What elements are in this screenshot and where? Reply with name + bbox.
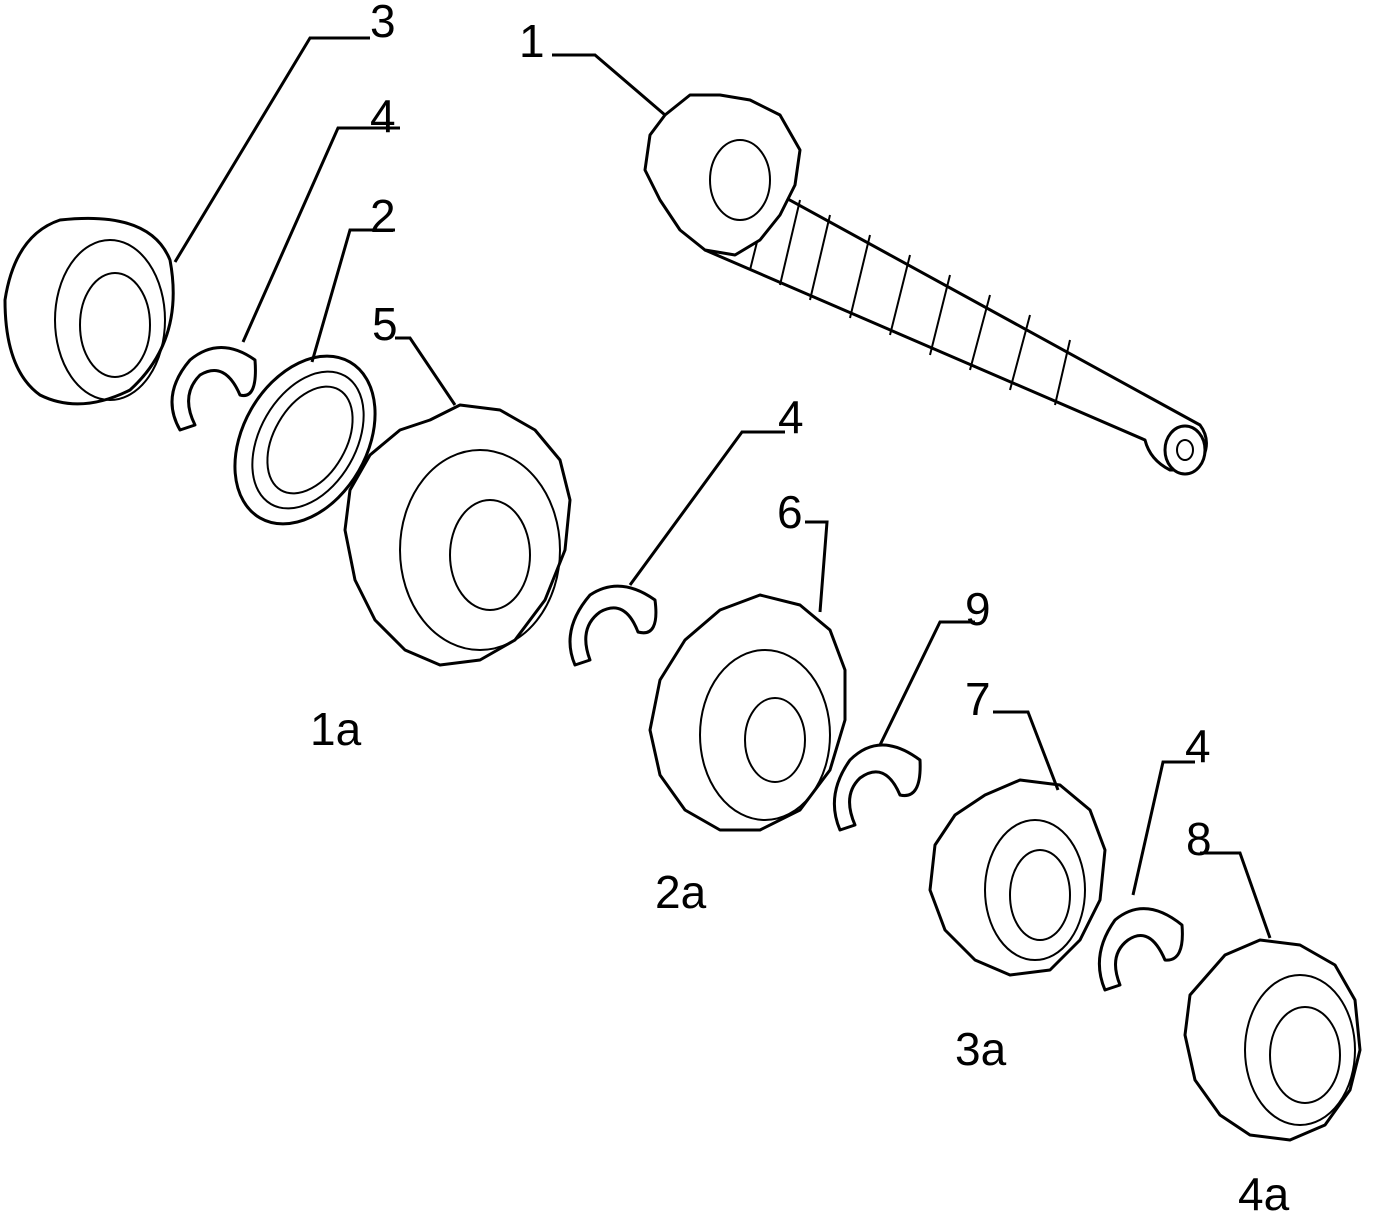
group-label-1a: 1a xyxy=(310,703,362,755)
shaft-end xyxy=(1163,424,1207,476)
callout-6: 6 xyxy=(777,486,803,538)
gear-6[interactable] xyxy=(648,593,847,832)
bearing-3[interactable] xyxy=(3,216,175,406)
gear-5[interactable] xyxy=(343,403,572,667)
group-label-4a: 4a xyxy=(1238,1168,1290,1213)
callout-4-mid: 4 xyxy=(778,391,804,443)
shaft-splines xyxy=(749,189,1071,406)
input-shaft[interactable] xyxy=(643,93,1208,476)
gear-7[interactable] xyxy=(928,778,1107,977)
callout-2: 2 xyxy=(370,190,396,242)
shaft-end-bore xyxy=(1176,439,1194,461)
callout-labels: 1 3 4 2 5 4 6 9 7 4 8 xyxy=(370,0,1212,865)
callout-1: 1 xyxy=(519,15,545,67)
group-label-2a: 2a xyxy=(655,866,707,918)
group-label-3a: 3a xyxy=(955,1023,1007,1075)
callout-4-low: 4 xyxy=(1185,720,1211,772)
snap-ring-9[interactable] xyxy=(832,743,922,832)
callout-4-top: 4 xyxy=(370,90,396,142)
callout-8: 8 xyxy=(1186,813,1212,865)
callout-9: 9 xyxy=(965,583,991,635)
snap-ring-4-top[interactable] xyxy=(170,346,257,432)
sleeve-gear-8[interactable] xyxy=(1183,938,1362,1142)
callout-7: 7 xyxy=(965,673,991,725)
needle-bearing-2[interactable] xyxy=(206,331,403,549)
callout-5: 5 xyxy=(372,298,398,350)
leader-lines xyxy=(173,36,1272,939)
group-labels: 1a 2a 3a 4a xyxy=(310,703,1290,1213)
snap-ring-4-low[interactable] xyxy=(1097,907,1184,992)
callout-3: 3 xyxy=(370,0,396,47)
shaft-pinion-gear xyxy=(643,93,802,257)
snap-ring-4-mid[interactable] xyxy=(568,584,658,667)
